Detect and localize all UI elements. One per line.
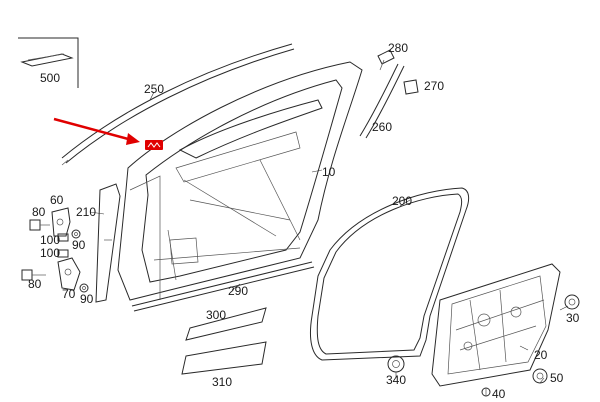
part-100-bolt-b — [57, 249, 69, 258]
part-90-nut-b — [79, 283, 89, 293]
part-270-clip — [403, 79, 419, 95]
part-280-screw — [377, 49, 395, 71]
label-500: 500 — [40, 71, 60, 85]
part-310-panel — [181, 341, 267, 375]
highlight-arrow — [53, 117, 140, 145]
part-10-door-frame — [117, 61, 363, 301]
label-10: 10 — [322, 165, 336, 179]
part-210-pillar-trim — [95, 183, 121, 303]
leader-lines — [89, 91, 569, 384]
part-40-screw — [481, 387, 491, 397]
part-20-regulator-module — [431, 263, 561, 387]
part-290-sill-strip — [131, 261, 315, 312]
part-260-trim-strip — [359, 63, 405, 139]
label-210: 210 — [76, 205, 96, 219]
part-300-panel — [185, 307, 267, 341]
part-80-bolt-upper — [29, 219, 50, 231]
label-90-a: 90 — [72, 238, 86, 252]
part-80-bolt-lower — [21, 269, 46, 281]
highlight-marker-glyph — [147, 142, 161, 148]
part-70-lower-hinge — [57, 257, 81, 291]
label-340: 340 — [386, 373, 406, 387]
label-20: 20 — [534, 348, 548, 362]
part-30-cap — [564, 294, 580, 310]
label-50: 50 — [550, 371, 564, 385]
label-270: 270 — [424, 79, 444, 93]
part-250-window-strip — [61, 43, 295, 166]
label-90-b: 90 — [80, 292, 94, 306]
label-40: 40 — [492, 387, 506, 401]
label-280: 280 — [388, 41, 408, 55]
label-60: 60 — [50, 193, 64, 207]
label-100-b: 100 — [40, 246, 60, 260]
part-100-bolt-a — [57, 233, 69, 242]
label-80-upper: 80 — [32, 205, 46, 219]
label-30: 30 — [566, 311, 580, 325]
part-50-cap — [532, 368, 548, 384]
label-100-a: 100 — [40, 233, 60, 247]
part-200-door-seal — [309, 187, 470, 361]
part-90-nut-a — [71, 229, 81, 239]
label-80-lower: 80 — [28, 277, 42, 291]
part-340-cap — [387, 355, 405, 373]
label-200: 200 — [392, 194, 412, 208]
label-300: 300 — [206, 308, 226, 322]
highlight-marker — [145, 140, 163, 150]
label-250: 250 — [144, 82, 164, 96]
label-70: 70 — [62, 287, 76, 301]
part-500-sheet — [18, 37, 79, 88]
part-60-upper-hinge — [51, 207, 71, 237]
label-290: 290 — [228, 284, 248, 298]
label-260: 260 — [372, 120, 392, 134]
label-310: 310 — [212, 375, 232, 389]
